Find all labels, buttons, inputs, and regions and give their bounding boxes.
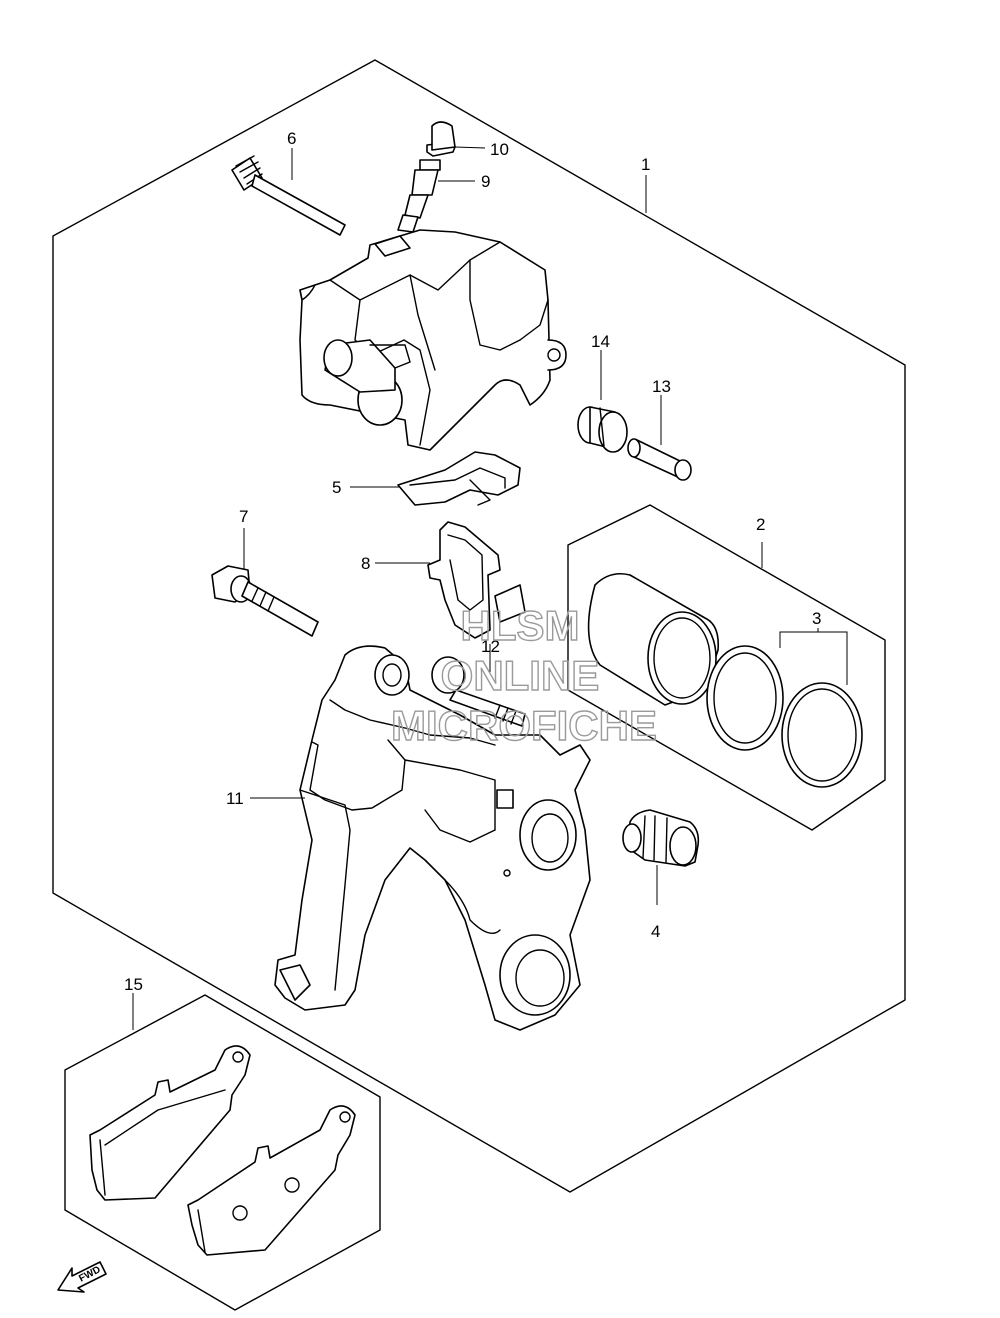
callout-9: 9 (481, 172, 490, 191)
leader-lines (132, 146, 848, 1030)
callout-labels: 1 2 3 4 5 6 7 8 9 10 11 12 13 14 15 (124, 129, 821, 994)
callout-8: 8 (361, 554, 370, 573)
bracket-pin-part (431, 656, 526, 727)
caliper-assembly-outline (52, 59, 906, 1193)
callout-12: 12 (481, 637, 500, 656)
pad-retainer-part (427, 521, 526, 639)
callout-3: 3 (812, 609, 821, 628)
watermark-line-2: ONLINE (441, 652, 600, 699)
callout-14: 14 (591, 332, 610, 351)
watermark-line-3: MICROFICHE (391, 702, 657, 749)
piston-part (587, 572, 720, 706)
callout-6: 6 (287, 129, 296, 148)
piston-kit-outline (567, 504, 886, 831)
watermark-line-1: HLSM (461, 602, 580, 649)
callout-10: 10 (490, 140, 509, 159)
caliper-bracket-part (274, 645, 591, 1031)
callout-1: 1 (641, 155, 650, 174)
callout-4: 4 (651, 922, 660, 941)
pad-spring-part (397, 451, 521, 506)
callout-2: 2 (756, 515, 765, 534)
caliper-pin-part (231, 155, 346, 236)
watermark: HLSM ONLINE MICROFICHE (390, 601, 657, 749)
sleeve-part (627, 438, 692, 481)
callout-7: 7 (239, 507, 248, 526)
callout-5: 5 (332, 478, 341, 497)
callout-11: 11 (226, 789, 244, 808)
piston-seal-part (706, 645, 863, 788)
callout-15: 15 (124, 975, 143, 994)
boot-part (577, 406, 628, 453)
bleeder-valve-part (397, 121, 456, 233)
fwd-direction-arrow: FWD (57, 1261, 107, 1293)
mounting-bolt-part (211, 565, 319, 637)
brake-pad-part (89, 1045, 356, 1256)
callout-13: 13 (652, 377, 671, 396)
caliper-body-part (299, 229, 567, 451)
dust-boot-part (622, 809, 700, 867)
brake-pad-set-outline (64, 994, 381, 1311)
